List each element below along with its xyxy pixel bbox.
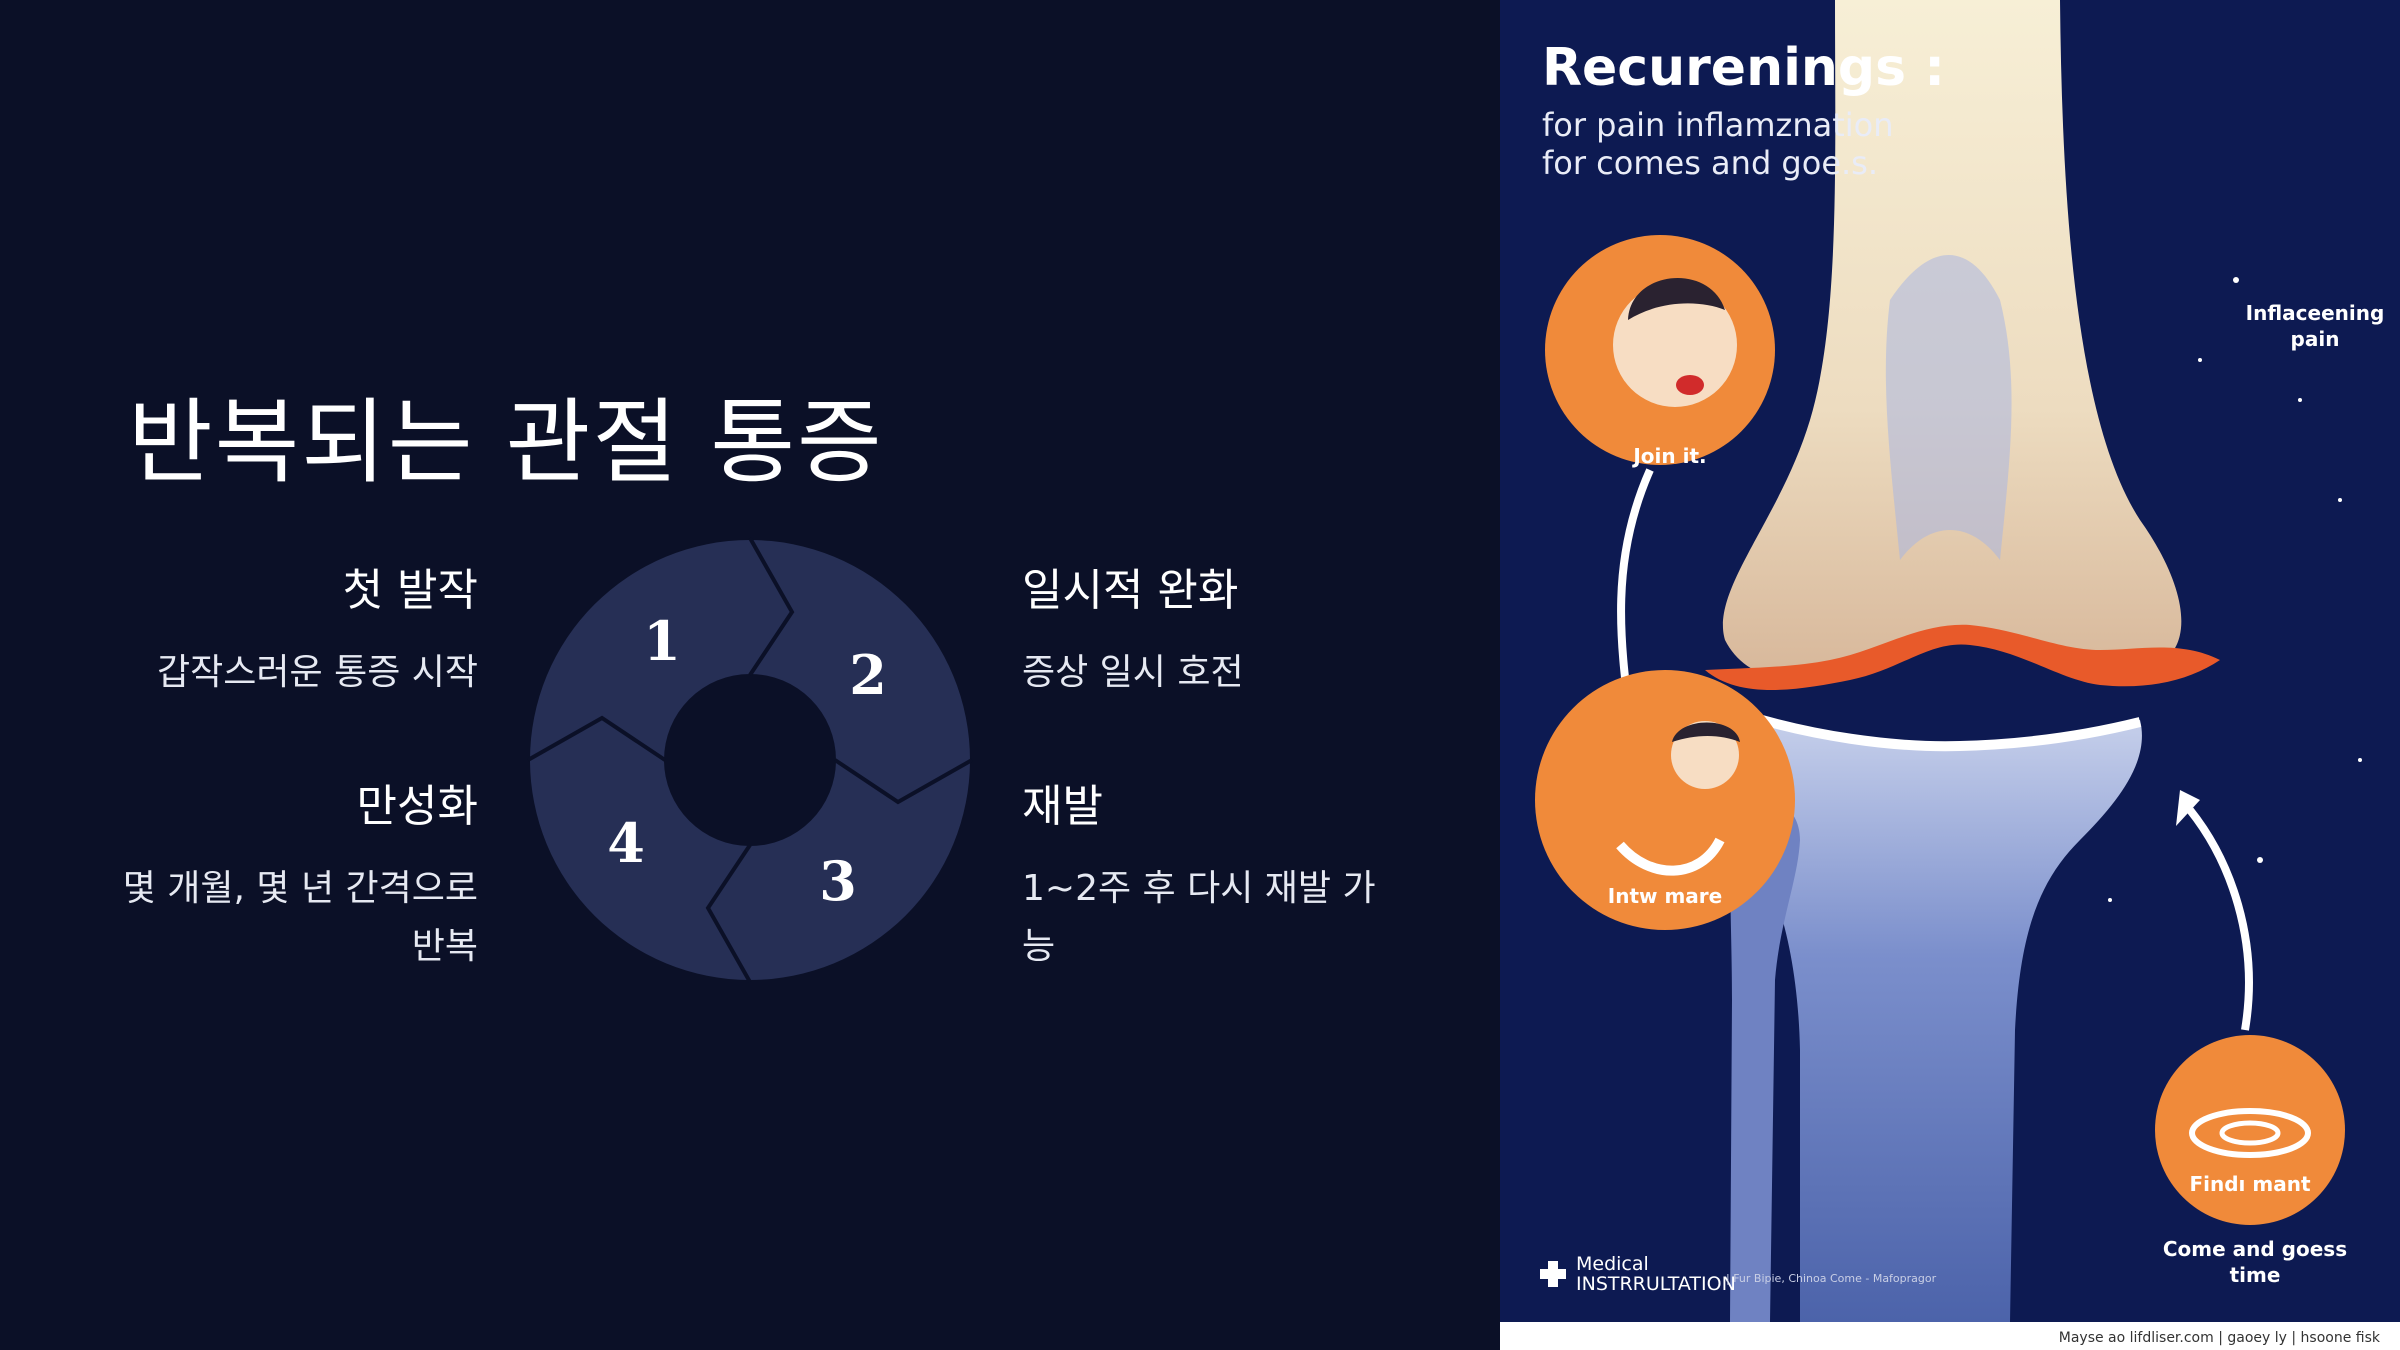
poster-subtitle-line2: for comes and goe.s. — [1542, 144, 1879, 182]
femur-inner — [1885, 255, 2012, 560]
label-come-and-goes: Come and goess time — [2160, 1236, 2350, 1288]
poster-footer-url: Mayse ao lifdliser.com | gaoey ly | hsoo… — [2058, 1330, 2380, 1346]
cycle-number-1: 1 — [643, 609, 681, 673]
step-1-desc: 갑작스러운 통증 시작 — [157, 652, 478, 693]
tibia-bone — [1735, 710, 2142, 1322]
step-1-title: 첫 발작 — [342, 565, 478, 616]
step-3-title: 재발 — [1022, 781, 1103, 832]
label-join: Join it. — [1633, 444, 1707, 468]
step-4-text: 만성화 몇 개월, 몇 년 간격으로 반복 — [58, 770, 478, 976]
poster-art — [1535, 0, 2362, 1322]
logo-line1: Medical — [1576, 1253, 1649, 1275]
step-3-desc-line1: 1~2주 후 다시 재발 가 — [1022, 868, 1376, 909]
infographic-poster: Recurenings : for pain inflamznation for… — [1500, 0, 2400, 1350]
circle-join — [1545, 235, 1775, 465]
poster-subtitle: for pain inflamznation for comes and goe… — [1542, 106, 1894, 182]
step-4-desc-line1: 몇 개월, 몇 년 간격으로 — [122, 868, 478, 909]
arrow-up — [2186, 807, 2253, 1031]
divider-top — [748, 537, 795, 677]
poster-footer-band — [1500, 1322, 2400, 1350]
circle-intw — [1535, 670, 1795, 930]
circle-findi — [2155, 1035, 2345, 1225]
logo-line2: INSTRRULTATION — [1576, 1273, 1736, 1295]
step-2-desc: 증상 일시 호전 — [1022, 652, 1244, 693]
label-inflaceening: Inflaceening pain — [2240, 300, 2390, 352]
label-come-line1: Come and goess — [2162, 1237, 2348, 1261]
tibia-cartilage — [1743, 710, 2142, 752]
label-inflaceening-line1: Inflaceening — [2245, 301, 2385, 325]
fibula-bone — [1730, 796, 1800, 1322]
poster-credits: | Fur Bipie, Chinoa Come - Mafopragor — [1726, 1272, 1937, 1285]
slide-panel: 반복되는 관절 통증 첫 발작 갑작스러운 통증 시작 일시적 완화 증상 일시… — [58, 389, 1442, 983]
divider-left — [527, 715, 667, 762]
step-4-desc: 몇 개월, 몇 년 간격으로 반복 — [58, 860, 478, 976]
slide-title: 반복되는 관절 통증 — [128, 389, 884, 496]
label-intw: Intw mare — [1607, 884, 1723, 908]
step-3-text: 재발 1~2주 후 다시 재발 가 능 — [1022, 770, 1442, 976]
poster-subtitle-line1: for pain inflamznation — [1542, 106, 1894, 144]
step-3-desc: 1~2주 후 다시 재발 가 능 — [1022, 860, 1442, 976]
step-4-title: 만성화 — [356, 781, 478, 832]
logo-text: Medical INSTRRULTATION — [1576, 1254, 1736, 1294]
poster-title: Recurenings : — [1542, 38, 1945, 98]
cycle-dividers — [527, 537, 973, 983]
cycle-diagram: 1 2 3 4 — [527, 537, 973, 983]
arrow-up-head — [2176, 790, 2200, 826]
label-come-line2: time — [2229, 1263, 2281, 1287]
inflamed-edge — [1705, 624, 2220, 690]
cycle-hole — [664, 674, 836, 846]
step-2-text: 일시적 완화 증상 일시 호전 — [1022, 554, 1442, 702]
step-4-desc-line2: 반복 — [411, 926, 478, 967]
label-findi: Findı mant — [2189, 1172, 2311, 1196]
cycle-number-3: 3 — [819, 849, 857, 913]
medical-logo-icon — [1540, 1261, 1566, 1287]
step-1-text: 첫 발작 갑작스러운 통증 시작 — [58, 554, 478, 702]
step-2-title: 일시적 완화 — [1022, 565, 1239, 616]
divider-right — [833, 758, 973, 805]
cycle-number-2: 2 — [849, 643, 887, 707]
cycle-number-4: 4 — [607, 811, 645, 875]
poster-logo: Medical INSTRRULTATION — [1538, 1254, 1736, 1294]
divider-bottom — [705, 843, 752, 983]
step-3-desc-line2: 능 — [1022, 926, 1056, 967]
label-inflaceening-line2: pain — [2290, 327, 2340, 351]
